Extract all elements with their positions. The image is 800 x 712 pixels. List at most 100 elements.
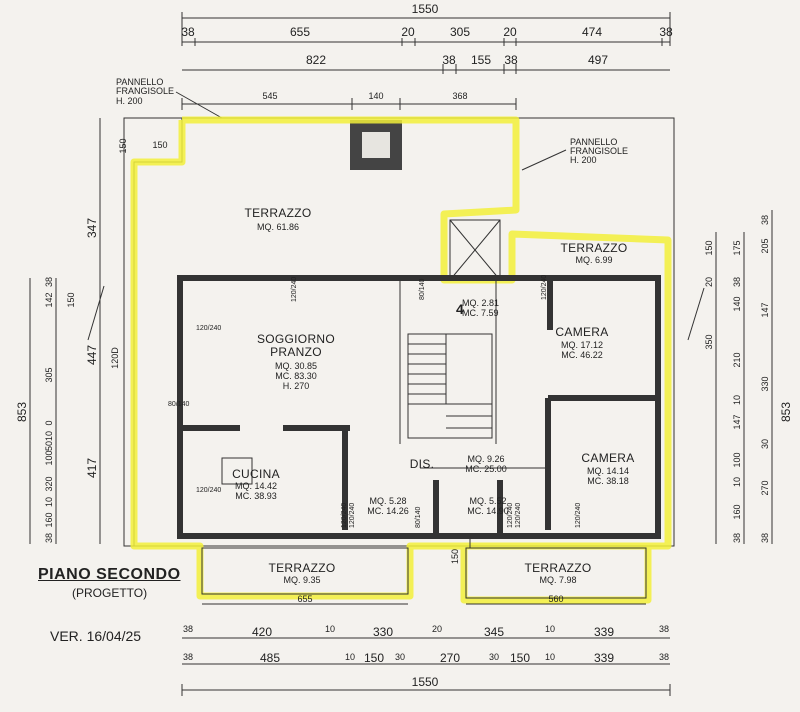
left-inner-6: 50 [44,441,54,451]
bot-r2-9: 339 [594,651,614,665]
kitchen-table [221,457,253,485]
right-inner-7: 10 [732,395,742,405]
small-150-bottom: 150 [450,549,460,564]
stairs: 4 [407,301,493,439]
window-tag: 120/240 [196,325,221,332]
room-labels: TERRAZZO MQ. 61.86 TERRAZZO MQ. 6.99 SOG… [232,206,634,585]
left-mid-1: 447 [85,345,99,365]
room-terrazzo-main-mq: MQ. 61.86 [257,222,299,232]
right-inner-6: 210 [732,352,742,367]
svg-text:PANNELLO: PANNELLO [570,137,617,147]
bot-r2-8: 10 [545,652,555,662]
right-inner-2: 38 [732,277,742,287]
window-tag: 120/240 [507,503,514,528]
bot-r1-2: 10 [325,624,335,634]
bot-r2-5: 270 [440,651,460,665]
bot-r1-6: 10 [545,624,555,634]
bot-r2-4: 30 [395,652,405,662]
bot-r1-3: 330 [373,625,393,639]
right-dimensions: 853 38 205 147 330 30 270 38 175 38 140 … [687,210,793,544]
right-mid-4: 30 [760,439,770,449]
top-r1-4: 20 [503,25,517,39]
top-r2-3: 38 [504,53,518,67]
top-r3-0: 545 [262,91,277,101]
svg-text:FRANGISOLE: FRANGISOLE [570,146,628,156]
window-tag: 120/240 [575,503,582,528]
right-inner-10: 10 [732,477,742,487]
bot-r1-1: 420 [252,625,272,639]
top-dimensions: 1550 38 655 20 305 20 474 38 822 38 155 … [181,2,673,110]
version-label: VER. 16/04/25 [50,628,142,644]
room-soggiorno-h: H. 270 [283,381,310,391]
left-mid-2: 417 [85,458,99,478]
room-camera-2-mq: MQ. 14.14 [587,466,629,476]
window-tag: 120/240 [196,487,221,494]
bot-r2-0: 38 [183,652,193,662]
walls [177,219,661,539]
window-tag: 80/140 [415,506,422,528]
terrace-left-width: 655 [297,594,312,604]
right-inner-11: 160 [732,504,742,519]
room-terrazzo-right-mq: MQ. 6.99 [575,255,612,265]
right-mid-5: 270 [760,480,770,495]
right-inner-0: 150 [704,240,714,255]
right-total: 853 [779,402,793,422]
window-tag: 120/240 [349,503,356,528]
top-r2-0: 822 [306,53,326,67]
room-bath-2-mq: MQ. 5.52 [469,496,506,506]
room-dis: DIS. [410,457,435,471]
window-tag: 120/240 [291,277,298,302]
top-r1-6: 38 [659,25,673,39]
svg-text:FRANGISOLE: FRANGISOLE [116,86,174,96]
window-tag: 120/240 [515,503,522,528]
bot-r1-8: 38 [659,624,669,634]
left-total: 853 [15,402,29,422]
room-bath-1-mc: MC. 14.26 [367,506,409,516]
room-dis-mc: MC. 25.00 [465,464,507,474]
pannello-right-label: PANNELLO FRANGISOLE H. 200 [521,137,628,171]
room-terrazzo-right: TERRAZZO [560,241,627,255]
left-dimensions: 853 347 447 417 150 120D 38 142 305 0 10… [15,118,128,544]
room-soggiorno-mq: MQ. 30.85 [275,361,317,371]
room-cucina-mc: MC. 38.93 [235,491,277,501]
room-terrazzo-br-mq: MQ. 7.98 [539,575,576,585]
bot-r1-0: 38 [183,624,193,634]
room-terrazzo-bl-mq: MQ. 9.35 [283,575,320,585]
right-inner-5: 350 [704,334,714,349]
room-camera-2: CAMERA [581,451,634,465]
right-inner-8: 147 [732,414,742,429]
top-r1-1: 655 [290,25,310,39]
top-total-dim: 1550 [412,2,439,16]
top-r2-1: 38 [442,53,456,67]
top-r2-2: 155 [471,53,491,67]
left-inner-7: 100 [44,450,54,465]
bot-r2-3: 150 [364,651,384,665]
right-inner-3: 20 [704,277,714,287]
window-tag: 80/140 [168,401,190,408]
room-cucina: CUCINA [232,467,280,481]
window-tags: 120/240 120/240 120/240 80/140 120/240 1… [168,275,582,528]
svg-text:H. 200: H. 200 [116,96,143,106]
top-r3-2: 368 [452,91,467,101]
right-mid-1: 205 [760,238,770,253]
right-mid-3: 330 [760,376,770,391]
left-inner-2: 142 [44,292,54,307]
bot-r1-4: 20 [432,624,442,634]
top-r1-5: 474 [582,25,602,39]
room-camera-2-mc: MC. 38.18 [587,476,629,486]
room-terrazzo-main: TERRAZZO [244,206,311,220]
pannello-left-label: PANNELLO FRANGISOLE H. 200 [116,77,223,119]
room-terrazzo-br: TERRAZZO [524,561,591,575]
room-vestibule-mc: MC. 7.59 [462,308,499,318]
bot-r1-5: 345 [484,625,504,639]
bot-r2-10: 38 [659,652,669,662]
right-inner-9: 100 [732,452,742,467]
small-150-label: 150 [152,140,167,150]
left-note-120d: 120D [110,347,120,369]
right-inner-4: 140 [732,296,742,311]
right-inner-12: 38 [732,533,742,543]
window-tag: 120/240 [541,275,548,300]
left-inner-3: 305 [44,367,54,382]
room-dis-mq: MQ. 9.26 [467,454,504,464]
